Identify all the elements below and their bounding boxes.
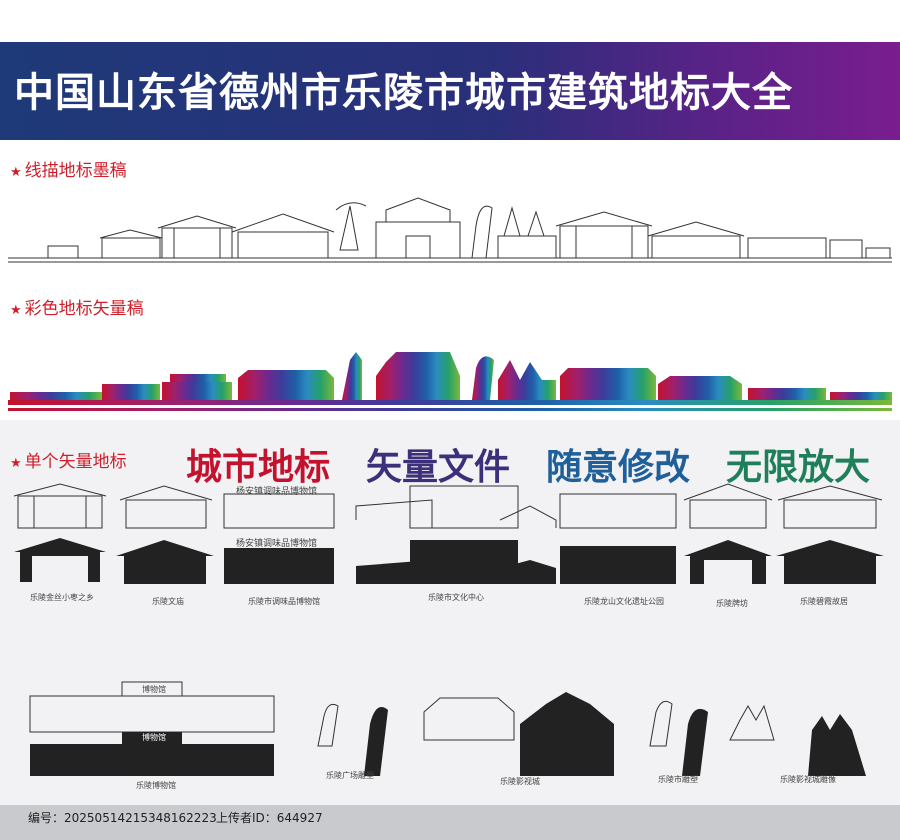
sign-tiaoweipin-solid: 杨安镇调味品博物馆 bbox=[236, 539, 318, 549]
title-banner: 中国山东省德州市乐陵市城市建筑地标大全 bbox=[0, 42, 900, 140]
slogan-city-landmark: 城市地标 bbox=[186, 446, 331, 488]
caption-film-city: 乐陵影视城 bbox=[500, 777, 540, 786]
slogan-vector-file: 矢量文件 bbox=[366, 446, 511, 488]
sign-museum-outline: 博物馆 bbox=[142, 685, 166, 694]
caption-paifang: 乐陵牌坊 bbox=[716, 599, 748, 608]
slogan-infinite-zoom: 无限放大 bbox=[726, 446, 871, 488]
footer-bar bbox=[0, 805, 900, 840]
caption-jinsi-xiaozao: 乐陵金丝小枣之乡 bbox=[30, 593, 94, 602]
star-icon: ★ bbox=[10, 303, 22, 318]
section-label-line: ★线描地标墨稿 bbox=[10, 161, 127, 181]
caption-longshan-park: 乐陵龙山文化遗址公园 bbox=[584, 597, 664, 606]
section-label-color: ★彩色地标矢量稿 bbox=[10, 299, 144, 319]
page-title: 中国山东省德州市乐陵市城市建筑地标大全 bbox=[14, 70, 793, 116]
caption-square-sculpture: 乐陵广场雕塑 bbox=[326, 771, 374, 780]
footer-id: 编号：20250514215348162223 bbox=[28, 811, 217, 825]
caption-tiaoweipin-museum: 乐陵市调味品博物馆 bbox=[248, 597, 320, 606]
star-icon: ★ bbox=[10, 456, 22, 471]
slogan-free-edit: 随意修改 bbox=[546, 446, 691, 488]
caption-film-sculpture: 乐陵影视城雕像 bbox=[780, 775, 836, 784]
caption-museum: 乐陵博物馆 bbox=[136, 781, 176, 790]
section-label-single: ★单个矢量地标 bbox=[10, 452, 127, 472]
caption-wenmiao: 乐陵文庙 bbox=[152, 597, 184, 606]
sign-museum-solid: 博物馆 bbox=[142, 733, 166, 742]
sign-tiaoweipin-outline: 杨安镇调味品博物馆 bbox=[236, 487, 318, 497]
caption-culture-center: 乐陵市文化中心 bbox=[428, 593, 484, 602]
caption-bixia-guju: 乐陵碧霞故居 bbox=[800, 597, 848, 606]
star-icon: ★ bbox=[10, 165, 22, 180]
footer-uploader: 上传者ID：644927 bbox=[216, 811, 323, 825]
caption-city-sculpture: 乐陵市雕塑 bbox=[658, 775, 698, 784]
